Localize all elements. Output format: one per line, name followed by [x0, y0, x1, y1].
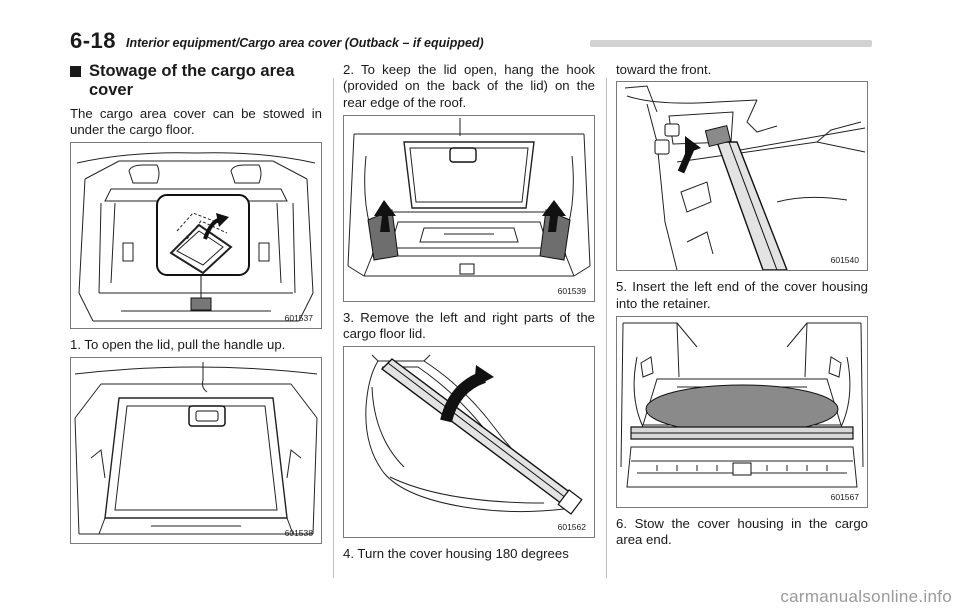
header-rule	[590, 40, 872, 47]
step-5-text: 5. Insert the left end of the cover hous…	[616, 279, 868, 311]
intro-text: The cargo area cover can be stowed in un…	[70, 106, 322, 138]
heading-text: Stowage of the cargo area cover	[89, 62, 295, 99]
column-left: Stowage of the cargo area cover The carg…	[70, 62, 322, 552]
watermark: carmanualsonline.info	[780, 587, 952, 606]
figure-cargo-handle: 601537	[70, 141, 322, 329]
step-4-text: 4. Turn the cover housing 180 degrees	[343, 546, 569, 562]
figure-id: 601540	[830, 255, 859, 266]
figure-id: 601539	[557, 285, 586, 296]
figure-cargo-floor: 601539	[343, 114, 595, 302]
turn-housing-illustration	[624, 85, 866, 271]
step-4-continued-text: toward the front.	[616, 62, 712, 77]
column-divider	[333, 78, 334, 578]
step-1-text: 1. To open the lid, pull the handle up.	[70, 336, 286, 352]
column-right: toward the front. 60	[616, 62, 868, 548]
step-2-text: 2. To keep the lid open, hang the hook (…	[343, 62, 595, 110]
figure-turn-housing: 601540	[616, 81, 868, 272]
section-heading: Stowage of the cargo area cover	[70, 62, 322, 100]
figure-id: 601538	[284, 527, 313, 538]
step-6-text: 6. Stow the cover housing in the cargo a…	[616, 515, 868, 548]
figure-lid-open: 601538	[70, 356, 322, 544]
figure-cover-housing: 601562	[343, 346, 595, 539]
cargo-handle-illustration	[76, 151, 316, 322]
page-header: 6-18 Interior equipment/Cargo area cover…	[70, 28, 872, 54]
cargo-floor-illustration	[347, 117, 591, 277]
column-divider	[606, 78, 607, 578]
figure-id: 601567	[830, 491, 859, 502]
figure-id: 601562	[557, 522, 586, 533]
section-title: Interior equipment/Cargo area cover (Out…	[126, 36, 484, 50]
lid-open-illustration	[74, 361, 318, 535]
figure-id: 601537	[284, 312, 313, 323]
figure-insert-housing: 601567	[616, 315, 868, 508]
step-3-text: 3. Remove the left and right parts of th…	[343, 309, 595, 342]
column-middle: 2. To keep the lid open, hang the hook (…	[343, 62, 595, 563]
insert-housing-illustration	[620, 322, 864, 488]
heading-square-icon	[70, 66, 81, 77]
cover-housing-illustration	[365, 355, 583, 516]
page-number: 6-18	[70, 28, 117, 53]
